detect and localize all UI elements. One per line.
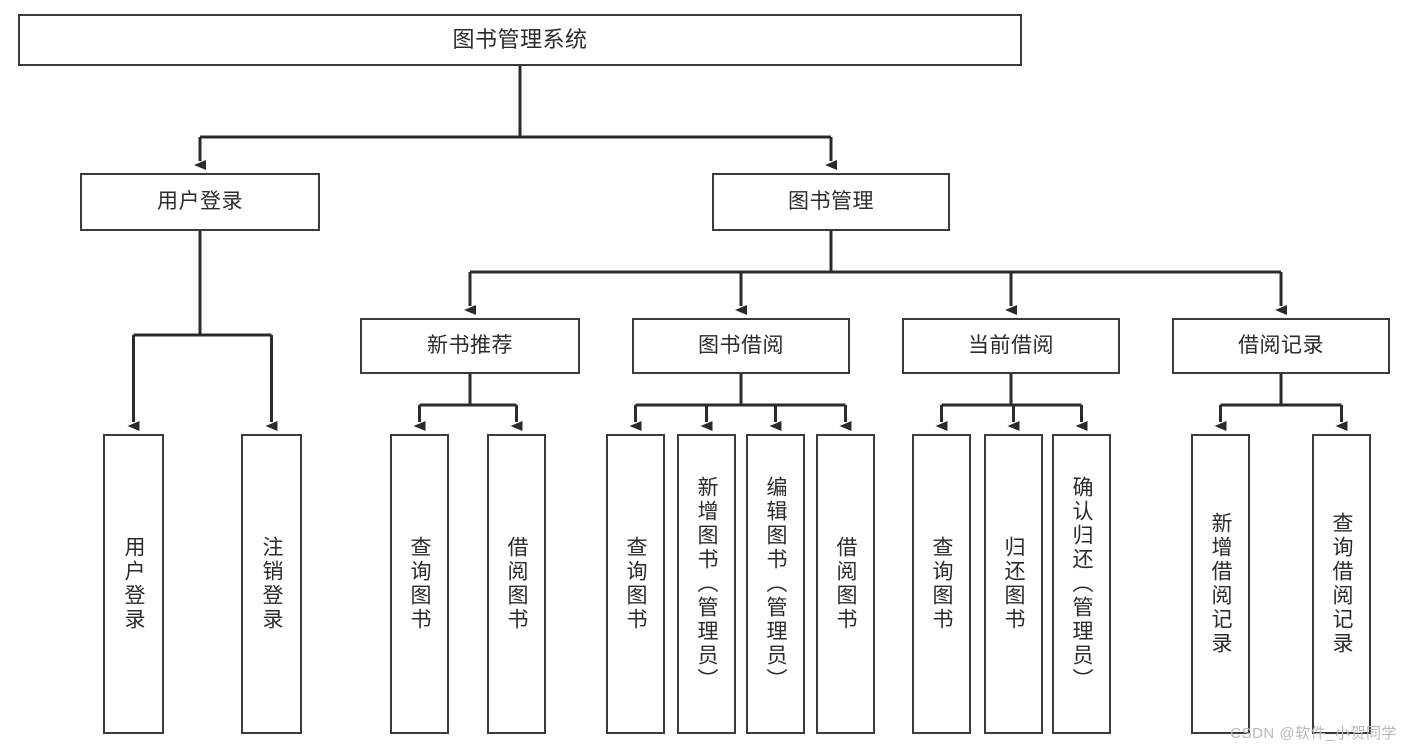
node-user-login[interactable]: 用户登录 bbox=[80, 173, 320, 231]
node-leaf-user-logout-label: 注销登录 bbox=[260, 536, 283, 632]
node-leaf-rec-borrow[interactable]: 借阅图书 bbox=[487, 434, 546, 734]
node-leaf-rec-search[interactable]: 查询借阅记录 bbox=[1312, 434, 1371, 734]
node-new-book-rec-label: 新书推荐 bbox=[427, 333, 513, 357]
node-root[interactable]: 图书管理系统 bbox=[18, 14, 1022, 66]
node-leaf-rec-add-label: 新增借阅记录 bbox=[1209, 512, 1232, 656]
node-borrow-record[interactable]: 借阅记录 bbox=[1172, 318, 1390, 374]
node-leaf-cur-query-label: 查询图书 bbox=[930, 536, 953, 632]
node-leaf-borrow-query[interactable]: 查询图书 bbox=[606, 434, 665, 734]
node-book-borrow-label: 图书借阅 bbox=[698, 333, 784, 357]
node-leaf-cur-confirm-label: 确认归还（管理员） bbox=[1070, 476, 1093, 692]
node-leaf-cur-confirm[interactable]: 确认归还（管理员） bbox=[1052, 434, 1111, 734]
node-book-manage-label: 图书管理 bbox=[788, 189, 874, 213]
node-user-login-label: 用户登录 bbox=[157, 189, 243, 213]
node-book-borrow[interactable]: 图书借阅 bbox=[632, 318, 850, 374]
node-leaf-user-login[interactable]: 用户登录 bbox=[103, 434, 164, 734]
node-leaf-borrow-do[interactable]: 借阅图书 bbox=[816, 434, 875, 734]
node-leaf-rec-query-label: 查询图书 bbox=[408, 536, 431, 632]
node-leaf-cur-return[interactable]: 归还图书 bbox=[984, 434, 1043, 734]
node-current-borrow-label: 当前借阅 bbox=[968, 333, 1054, 357]
node-leaf-user-login-label: 用户登录 bbox=[122, 536, 145, 632]
node-leaf-rec-add[interactable]: 新增借阅记录 bbox=[1191, 434, 1250, 734]
node-current-borrow[interactable]: 当前借阅 bbox=[902, 318, 1120, 374]
node-leaf-cur-query[interactable]: 查询图书 bbox=[912, 434, 971, 734]
node-leaf-borrow-edit[interactable]: 编辑图书（管理员） bbox=[746, 434, 805, 734]
node-leaf-borrow-do-label: 借阅图书 bbox=[834, 536, 857, 632]
node-leaf-rec-borrow-label: 借阅图书 bbox=[505, 536, 528, 632]
node-borrow-record-label: 借阅记录 bbox=[1238, 333, 1324, 357]
node-leaf-borrow-add[interactable]: 新增图书（管理员） bbox=[677, 434, 736, 734]
node-book-manage[interactable]: 图书管理 bbox=[712, 173, 950, 231]
node-leaf-borrow-query-label: 查询图书 bbox=[624, 536, 647, 632]
node-leaf-borrow-add-label: 新增图书（管理员） bbox=[695, 476, 718, 692]
watermark-text: CSDN @软件_小贺同学 bbox=[1230, 725, 1397, 742]
node-root-label: 图书管理系统 bbox=[452, 27, 588, 53]
node-leaf-rec-search-label: 查询借阅记录 bbox=[1330, 512, 1353, 656]
node-leaf-cur-return-label: 归还图书 bbox=[1002, 536, 1025, 632]
node-leaf-rec-query[interactable]: 查询图书 bbox=[390, 434, 449, 734]
node-new-book-rec[interactable]: 新书推荐 bbox=[360, 318, 580, 374]
node-leaf-borrow-edit-label: 编辑图书（管理员） bbox=[764, 476, 787, 692]
node-leaf-user-logout[interactable]: 注销登录 bbox=[241, 434, 302, 734]
